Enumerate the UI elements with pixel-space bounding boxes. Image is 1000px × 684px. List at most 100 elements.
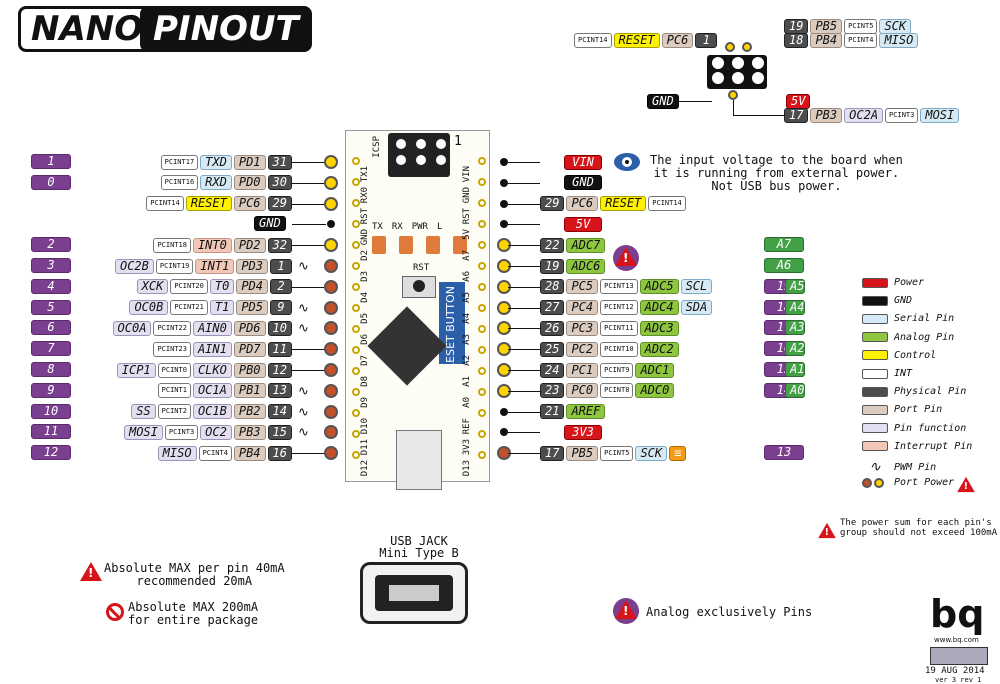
physical-pin-label: 19 xyxy=(540,258,565,274)
icsp-dot-3 xyxy=(728,90,738,100)
pin-function-label: AIN0 xyxy=(192,320,232,336)
digital-pin-number: 9 xyxy=(31,382,71,398)
physical-pin-label: 2 xyxy=(270,279,292,295)
pcint-label: PCINT14 xyxy=(574,32,612,48)
icsp-dot-1 xyxy=(725,42,735,52)
board-right-label: A7 xyxy=(462,250,472,261)
abs-pin-note: Absolute MAX per pin 40mA recommended 20… xyxy=(104,562,285,588)
pcint-label: PCINT9 xyxy=(600,362,634,378)
board-hole xyxy=(352,199,360,207)
alt-function-label: OC0A xyxy=(112,320,152,336)
legend-swatch xyxy=(862,313,888,324)
reset-button-label: RESET BUTTON xyxy=(444,286,457,371)
right-pin-line xyxy=(508,370,540,371)
legend-label: Port Power xyxy=(894,477,955,489)
board-left-label: TX1 xyxy=(360,166,370,183)
port-pin-label: PD3 xyxy=(236,258,268,274)
port-pin-label: PB3 xyxy=(233,424,266,440)
icsp-pins xyxy=(396,139,452,165)
legend-swatch xyxy=(862,386,888,397)
left-pin-line xyxy=(292,224,326,226)
legend-label: Interrupt Pin xyxy=(894,440,973,452)
left-pin-line xyxy=(292,203,326,205)
bq-logo: bq xyxy=(930,592,985,636)
board-left-label: RST xyxy=(360,208,370,225)
usb-jack-diagram xyxy=(360,562,468,624)
pcint-label: PCINT20 xyxy=(170,279,208,295)
board-hole xyxy=(352,241,360,249)
right-pin-line xyxy=(508,286,540,288)
pwm-icon: ∿ xyxy=(298,259,309,274)
physical-pin-label: 24 xyxy=(540,362,565,378)
led-rx: RX xyxy=(391,222,403,232)
icsp-v-line xyxy=(733,100,734,115)
port-pin-label: PC4 xyxy=(566,300,599,316)
board-left-label: D9 xyxy=(360,397,370,408)
board-hole xyxy=(478,367,486,375)
port-pin: PB3 xyxy=(810,107,843,123)
pin-header-dot xyxy=(324,321,338,336)
port-pin-label: PC6 xyxy=(233,196,266,212)
physical-pin-label: 29 xyxy=(267,196,292,212)
pwm-icon: ∿ xyxy=(298,404,309,420)
legend-swatch xyxy=(862,368,888,379)
pin-header-dot xyxy=(327,220,335,229)
board-right-label: A1 xyxy=(462,376,472,387)
pin-header-dot xyxy=(324,300,338,315)
board-hole xyxy=(352,430,360,438)
icsp-mosi-line xyxy=(733,115,785,116)
alt-function-label: XCK xyxy=(136,279,169,295)
physical-pin-label: 15 xyxy=(267,424,292,440)
phys-pin: 18 xyxy=(784,32,809,48)
board-left-label: GND xyxy=(360,229,370,246)
board-hole xyxy=(478,283,486,291)
legend-swatch xyxy=(862,441,888,452)
board-right-label: REF xyxy=(462,418,472,435)
pin-function-label: T1 xyxy=(209,300,235,316)
board-right-label: VIN xyxy=(462,166,472,183)
pcint-label: PCINT11 xyxy=(600,320,638,336)
pcint-label: PCINT17 xyxy=(160,154,199,170)
icsp-header-pins xyxy=(712,57,768,84)
nano-board xyxy=(345,130,490,482)
right-pin-row: 5V xyxy=(540,216,602,232)
led-l: L xyxy=(436,222,443,232)
right-pin-line xyxy=(508,432,540,434)
gnd-label: GND xyxy=(564,175,602,191)
physical-pin-label: 9 xyxy=(270,300,292,316)
port-pin-label: PD1 xyxy=(233,154,266,170)
legend-swatch xyxy=(862,350,888,361)
right-pin-line xyxy=(508,203,540,205)
analog-pin-number: A3 xyxy=(785,320,805,336)
led-tx: TX xyxy=(372,222,383,232)
legend-label: Analog Pin xyxy=(894,331,955,343)
right-pin-row: GND xyxy=(540,175,602,191)
phys-pin: 1 xyxy=(695,32,718,48)
alt-function-label: OC2B xyxy=(114,258,154,274)
icsp-label: ICSP xyxy=(372,136,382,158)
reset-switch-knob xyxy=(413,280,425,292)
legend-label: Physical Pin xyxy=(894,386,967,398)
board-hole xyxy=(478,157,486,165)
legend-item: Port Power xyxy=(862,477,954,488)
physical-pin-label: 16 xyxy=(267,445,292,461)
port-pin: PB5 xyxy=(810,18,843,34)
analog-label: ADC6 xyxy=(566,258,606,274)
port-pin-label: PB2 xyxy=(233,404,266,420)
pin-header-dot xyxy=(324,404,338,419)
title-pinout: PINOUT xyxy=(140,6,312,52)
gnd-label: GND xyxy=(647,93,679,109)
pcint-label: PCINT3 xyxy=(885,107,919,123)
analog-label: AREF xyxy=(566,404,606,420)
board-hole xyxy=(352,283,360,291)
port-pin-label: PB5 xyxy=(566,445,599,461)
board-hole xyxy=(478,178,486,186)
port-pin-label: PC0 xyxy=(566,383,599,399)
legend-label: Power xyxy=(894,277,925,288)
alt-function-label: MOSI xyxy=(123,424,163,440)
pin-header-dot xyxy=(324,238,338,253)
